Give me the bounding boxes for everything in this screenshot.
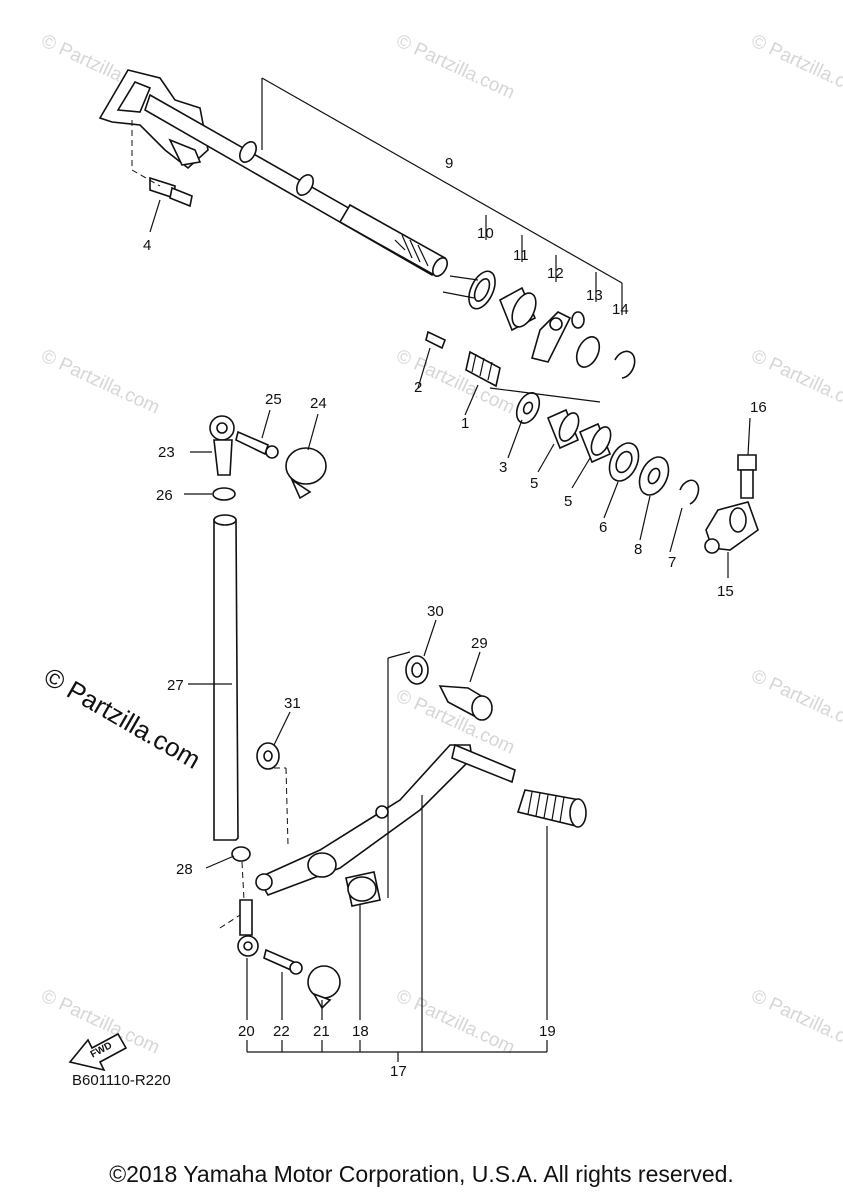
- callout-number: 26: [156, 487, 173, 504]
- callout-labels: 1 2 3 4 5 5 6 7 8 9 10 11 12 13 14 15 16…: [143, 155, 767, 1080]
- leader-lines-bottom: [149, 199, 548, 1062]
- callout-number: 22: [273, 1023, 290, 1040]
- callout-number: 30: [427, 603, 444, 620]
- rod-end-23: [209, 415, 235, 476]
- bearing-5b: [578, 422, 612, 464]
- callout-number: 25: [265, 391, 282, 408]
- watermark: © Partzilla.com: [748, 30, 843, 103]
- cover-21: [307, 965, 341, 1010]
- circlip-14: [614, 350, 636, 379]
- callout-number: 5: [530, 475, 538, 492]
- callout-number: 17: [390, 1063, 407, 1080]
- callout-number: 5: [564, 493, 572, 510]
- watermark: © Partzilla.com: [38, 345, 163, 418]
- bolt-4: [131, 120, 193, 208]
- callout-number: 19: [539, 1023, 556, 1040]
- callout-number: 12: [547, 265, 564, 282]
- callout-number: 20: [238, 1023, 255, 1040]
- callout-number: 21: [313, 1023, 330, 1040]
- diagram-code: B601110-R220: [72, 1072, 171, 1089]
- callout-number: 16: [750, 399, 767, 416]
- callout-number: 8: [634, 541, 642, 558]
- collar-11: [498, 286, 537, 332]
- nut-28: [231, 846, 251, 862]
- callout-number: 29: [471, 635, 488, 652]
- callout-number: 13: [586, 287, 603, 304]
- callout-number: 6: [599, 519, 607, 536]
- bolt-29: [438, 685, 493, 721]
- circlip-7: [679, 479, 700, 505]
- callout-number: 4: [143, 237, 151, 254]
- pin-2: [425, 330, 447, 350]
- callout-number: 31: [284, 695, 301, 712]
- callout-number: 27: [167, 677, 184, 694]
- fwd-arrow-icon: FWD: [68, 1032, 128, 1072]
- callout-number: 7: [668, 554, 676, 571]
- callout-number: 24: [310, 395, 327, 412]
- bearing-5a: [546, 408, 580, 450]
- callout-number: 10: [477, 225, 494, 242]
- callout-number: 9: [445, 155, 453, 172]
- callout-number: 3: [499, 459, 507, 476]
- callout-number: 11: [513, 247, 529, 264]
- washer-13: [575, 336, 601, 368]
- nut-26: [212, 487, 236, 501]
- spring-10: [442, 270, 496, 310]
- callout-number: 28: [176, 861, 193, 878]
- spring-1: [465, 350, 501, 388]
- arm-15: [704, 501, 759, 554]
- cover-24: [285, 447, 327, 500]
- callout-number: 18: [352, 1023, 369, 1040]
- callout-number: 14: [612, 301, 629, 318]
- shift-shaft: [98, 69, 449, 278]
- bolt-25: [235, 430, 279, 459]
- rod-27: [213, 514, 239, 841]
- pedal-17: [255, 743, 516, 896]
- callout-number: 1: [461, 415, 469, 432]
- copyright-notice: ©2018 Yamaha Motor Corporation, U.S.A. A…: [109, 1161, 734, 1187]
- watermark: © Partzilla.com: [748, 985, 843, 1058]
- bolt-16: [737, 454, 757, 499]
- watermark: © Partzilla.com: [393, 345, 518, 418]
- callout-number: 2: [414, 379, 422, 396]
- rod-end-20: [237, 899, 259, 957]
- lever-12: [531, 311, 585, 363]
- callout-number: 15: [717, 583, 734, 600]
- leader-lines: [261, 77, 751, 578]
- watermark: © Partzilla.com: [393, 30, 518, 103]
- bolt-22: [263, 948, 303, 975]
- bushing-18: [345, 871, 381, 907]
- watermark: © Partzilla.com: [748, 665, 843, 738]
- watermark: © Partzilla.com: [393, 985, 518, 1058]
- rubber-19: [516, 789, 587, 828]
- callout-number: 23: [158, 444, 175, 461]
